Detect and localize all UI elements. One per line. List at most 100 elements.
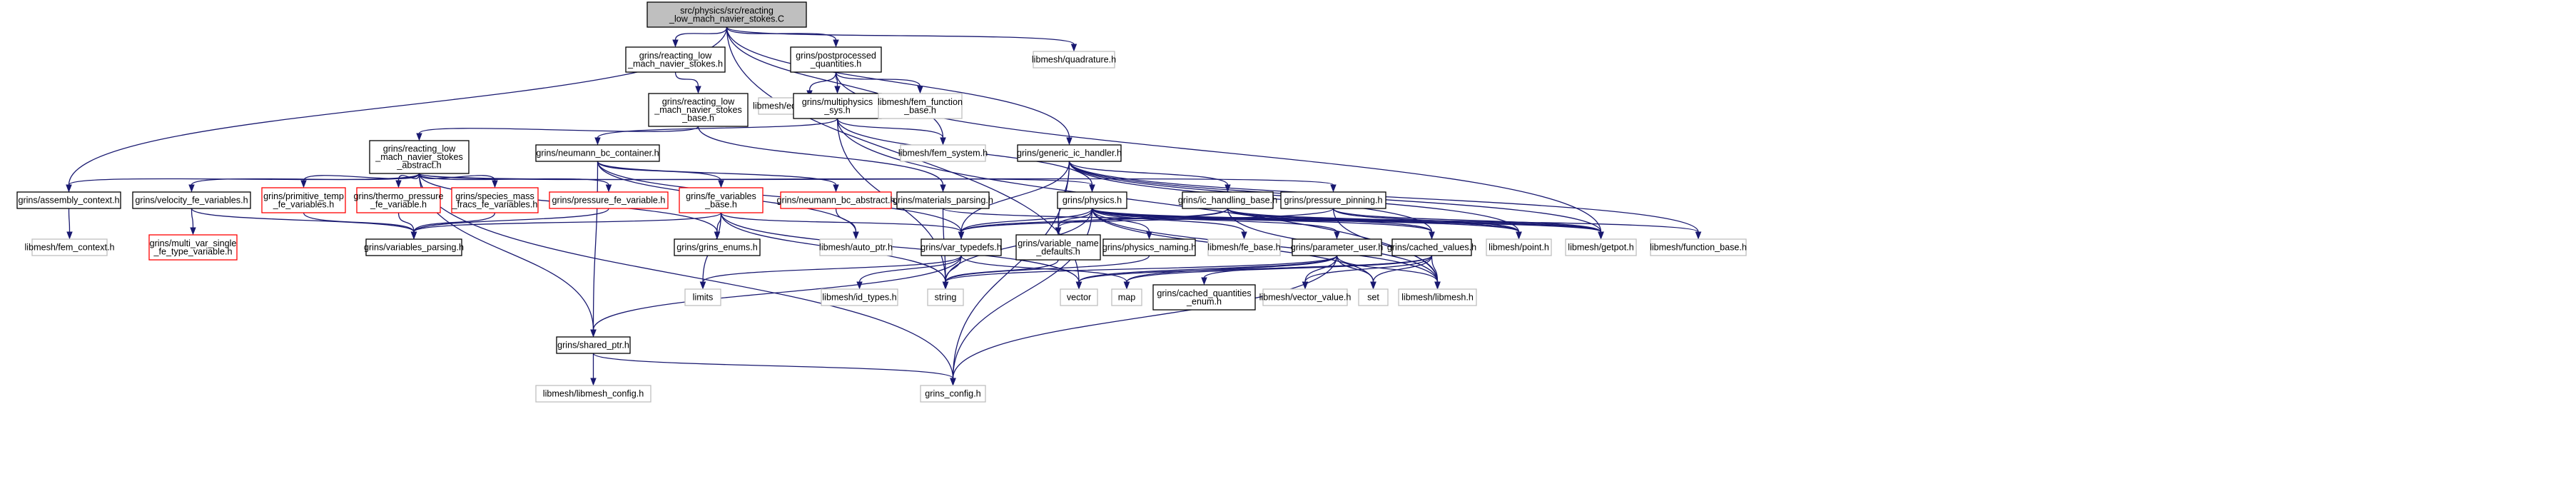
node-lm_getpot: libmesh/getpot.h — [1565, 238, 1637, 256]
node-box — [1280, 191, 1386, 209]
node-ic_base[interactable]: grins/ic_handling_base.h — [1178, 191, 1277, 209]
node-lm_config: libmesh/libmesh_config.h — [535, 385, 651, 403]
node-label: grins/multiphysics — [802, 97, 873, 107]
node-rlmns_h[interactable]: grins/reacting_low_mach_navier_stokes.h — [625, 46, 726, 73]
node-grins_enums[interactable]: grins/grins_enums.h — [674, 238, 761, 256]
edge-rlmns_base-to-materials — [697, 126, 946, 193]
node-param_user[interactable]: grins/parameter_user.h — [1291, 238, 1384, 256]
node-label: libmesh/auto_ptr.h — [819, 243, 893, 253]
node-label: grins/grins_enums.h — [676, 243, 757, 253]
node-label: grins/neumann_bc_abstract.h — [777, 196, 896, 206]
edge-assembly-to-lm_femctx — [66, 208, 73, 240]
node-rlmns_abs[interactable]: grins/reacting_low_mach_navier_stokes_ab… — [369, 140, 470, 174]
node-multiphys[interactable]: grins/multiphysics_sys.h — [793, 93, 882, 119]
node-label: grins/shared_ptr.h — [557, 341, 629, 351]
edge-cached-to-map — [1123, 255, 1433, 290]
node-var_typedefs[interactable]: grins/var_typedefs.h — [921, 238, 1002, 256]
edge-rlmns_base-to-rlmns_abs — [416, 126, 699, 141]
edge-param_user-to-string — [942, 255, 1338, 290]
node-label: set — [1367, 293, 1379, 303]
node-species[interactable]: grins/species_mass_fracs_fe_variables.h — [451, 187, 539, 213]
node-box — [1111, 288, 1142, 306]
node-root: src/physics/src/reacting_low_mach_navier… — [646, 1, 807, 28]
node-rlmns_base[interactable]: grins/reacting_low_mach_navier_stokes_ba… — [648, 93, 749, 127]
edge-pp_q-to-lm_femfunc — [835, 71, 923, 94]
node-velocity[interactable]: grins/velocity_fe_variables.h — [132, 191, 251, 209]
node-materials[interactable]: grins/materials_parsing.h — [893, 191, 993, 209]
node-box — [819, 238, 893, 256]
node-label: limits — [693, 293, 714, 303]
node-prim_temp[interactable]: grins/primitive_temp_fe_variables.h — [261, 187, 346, 213]
edge-pinning-to-lm_point — [1332, 208, 1522, 240]
node-box — [1207, 238, 1281, 256]
edge-rlmns_abs-to-velocity — [188, 173, 420, 193]
node-neumann_cont[interactable]: grins/neumann_bc_container.h — [535, 144, 660, 162]
node-label: map — [1118, 293, 1136, 303]
node-box — [684, 288, 721, 306]
node-label: _quantities.h — [810, 59, 861, 69]
node-cached_enum[interactable]: grins/cached_quantities_enum.h — [1152, 284, 1256, 311]
edge-velocity-to-multi_var — [190, 208, 196, 236]
edge-pinning-to-lm_getpot — [1332, 208, 1604, 240]
node-label: grins/physics.h — [1063, 196, 1122, 206]
node-physics[interactable]: grins/physics.h — [1057, 191, 1127, 209]
node-label: grins/pressure_pinning.h — [1284, 196, 1383, 206]
node-label: libmesh/quadrature.h — [1032, 55, 1116, 65]
node-label: _abstract.h — [396, 161, 441, 171]
node-thermo_p[interactable]: grins/thermo_pressure_fe_variable.h — [354, 187, 444, 213]
node-label: string — [935, 293, 957, 303]
node-box — [793, 93, 882, 119]
node-grins_config: grins_config.h — [920, 385, 986, 403]
node-box — [1358, 288, 1389, 306]
node-pinning[interactable]: grins/pressure_pinning.h — [1280, 191, 1386, 209]
edge-cached-to-lm_vecval — [1302, 255, 1433, 290]
node-assembly[interactable]: grins/assembly_context.h — [16, 191, 121, 209]
node-cached[interactable]: grins/cached_values.h — [1387, 238, 1476, 256]
node-label: grins/cached_quantities — [1157, 288, 1251, 298]
node-box — [1292, 238, 1382, 256]
edge-root-to-generic_ic — [726, 26, 1073, 146]
node-box — [356, 187, 441, 213]
node-generic_ic[interactable]: grins/generic_ic_handler.h — [1017, 144, 1122, 162]
node-neumann_abs[interactable]: grins/neumann_bc_abstract.h — [777, 191, 896, 209]
node-shared_ptr[interactable]: grins/shared_ptr.h — [556, 336, 631, 354]
node-box — [1152, 284, 1256, 311]
node-multi_var[interactable]: grins/multi_var_single_fe_type_variable.… — [148, 234, 238, 261]
node-label: _enum.h — [1186, 296, 1222, 306]
edge-var_typedefs-to-limits — [699, 255, 962, 290]
node-var_name[interactable]: grins/variable_name_defaults.h — [1015, 234, 1101, 261]
node-box — [535, 385, 651, 403]
node-label: libmesh/getpot.h — [1568, 243, 1633, 253]
node-fe_var_base[interactable]: grins/fe_variables_base.h — [679, 187, 764, 213]
node-label: libmesh/vector_value.h — [1259, 293, 1352, 303]
node-box — [900, 144, 986, 162]
node-pp_q[interactable]: grins/postprocessed_quantities.h — [790, 46, 882, 73]
node-label: libmesh/libmesh_config.h — [543, 389, 644, 399]
node-label: grins/generic_ic_handler.h — [1017, 148, 1122, 158]
edge-ic_base-to-var_name — [1055, 208, 1229, 236]
node-var_parsing[interactable]: grins/variables_parsing.h — [364, 238, 464, 256]
node-pressure_var[interactable]: grins/pressure_fe_variable.h — [549, 191, 669, 209]
edge-physics-to-param_user — [1091, 208, 1340, 240]
edge-ic_base-to-cached — [1227, 208, 1435, 240]
edge-param_user-to-vector — [1075, 255, 1338, 290]
edge-shared_ptr-to-lm_config — [590, 353, 597, 386]
node-label: _mach_navier_stokes.h — [627, 59, 723, 69]
node-label: libmesh/point.h — [1489, 243, 1549, 253]
edge-root-to-rlmns_h — [672, 26, 728, 48]
edges-layer — [66, 26, 1702, 386]
edge-cached-to-lm_libmesh — [1431, 255, 1441, 290]
node-box — [1486, 238, 1552, 256]
nodes-layer: src/physics/src/reacting_low_mach_navier… — [16, 1, 1747, 403]
node-lm_femsys: libmesh/fem_system.h — [898, 144, 988, 162]
node-phys_naming[interactable]: grins/physics_naming.h — [1102, 238, 1197, 256]
node-label: libmesh/fem_system.h — [898, 148, 988, 158]
node-label: grins/cached_values.h — [1387, 243, 1476, 253]
edge-multiphys-to-neumann_cont — [594, 118, 838, 146]
node-box — [679, 187, 764, 213]
node-label: _mach_navier_stokes — [375, 152, 463, 162]
node-lm_libmesh: libmesh/libmesh.h — [1398, 288, 1477, 306]
edge-rlmns_abs-to-pinning — [418, 173, 1337, 193]
node-box — [31, 238, 108, 256]
